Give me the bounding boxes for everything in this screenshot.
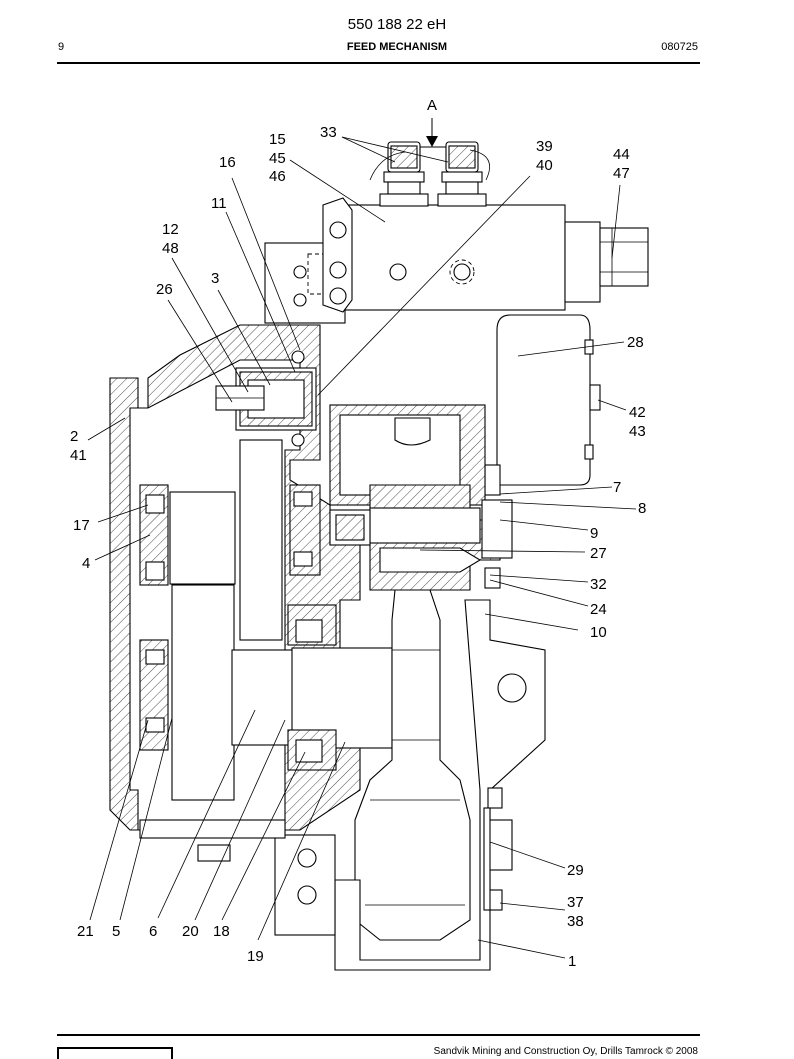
callout-33: 33 (320, 124, 337, 141)
section-title: FEED MECHANISM (346, 41, 448, 53)
callout-12: 12 (162, 221, 179, 238)
callout-21: 21 (77, 923, 94, 940)
callout-47: 47 (613, 165, 630, 182)
callout-17: 17 (73, 517, 90, 534)
callout-2: 2 (70, 428, 78, 445)
callout-39: 39 (536, 138, 553, 155)
callout-32: 32 (590, 576, 607, 593)
callout-11: 11 (211, 195, 227, 212)
callout-43: 43 (629, 423, 646, 440)
view-arrow (416, 118, 448, 148)
callout-4: 4 (82, 555, 90, 572)
view-label: A (427, 97, 437, 114)
hydraulic-motor (484, 314, 601, 496)
callout-48: 48 (162, 240, 179, 257)
leader-lines (87, 136, 637, 959)
callout-15: 15 (269, 131, 286, 148)
callout-6: 6 (149, 923, 157, 940)
footer-rule (57, 1034, 700, 1036)
header-rule (57, 62, 700, 64)
callout-42: 42 (629, 404, 646, 421)
callout-labels: A 33 15 45 46 16 11 12 48 3 26 39 40 44 … (70, 97, 646, 970)
support-frame (139, 599, 546, 971)
gear-train (139, 350, 393, 801)
callout-26: 26 (156, 281, 173, 298)
callout-10: 10 (590, 624, 607, 641)
callout-44: 44 (613, 146, 630, 163)
callout-9: 9 (590, 525, 598, 542)
callout-19: 19 (247, 948, 264, 965)
callout-7: 7 (613, 479, 621, 496)
callout-40: 40 (536, 157, 553, 174)
callout-5: 5 (112, 923, 120, 940)
callout-37: 37 (567, 894, 584, 911)
callout-27: 27 (590, 545, 607, 562)
callout-3: 3 (211, 270, 219, 287)
callout-8: 8 (638, 500, 646, 517)
callout-18: 18 (213, 923, 230, 940)
callout-20: 20 (182, 923, 199, 940)
callout-1: 1 (568, 953, 576, 970)
callout-16: 16 (219, 154, 236, 171)
sprocket (354, 589, 471, 941)
callout-28: 28 (627, 334, 644, 351)
valve-block (264, 197, 649, 324)
callout-38: 38 (567, 913, 584, 930)
page-number: 9 (58, 41, 65, 53)
callout-29: 29 (567, 862, 584, 879)
date-code: 080725 (661, 41, 698, 53)
hose-fittings (369, 141, 490, 207)
footer-copyright: Sandvik Mining and Construction Oy, Dril… (433, 1046, 698, 1057)
callout-46: 46 (269, 168, 286, 185)
callout-24: 24 (590, 601, 607, 618)
callout-45: 45 (269, 150, 286, 167)
sandvik-logo (57, 1047, 173, 1059)
callout-41: 41 (70, 447, 87, 464)
document-number: 550 188 22 eH (347, 16, 447, 33)
